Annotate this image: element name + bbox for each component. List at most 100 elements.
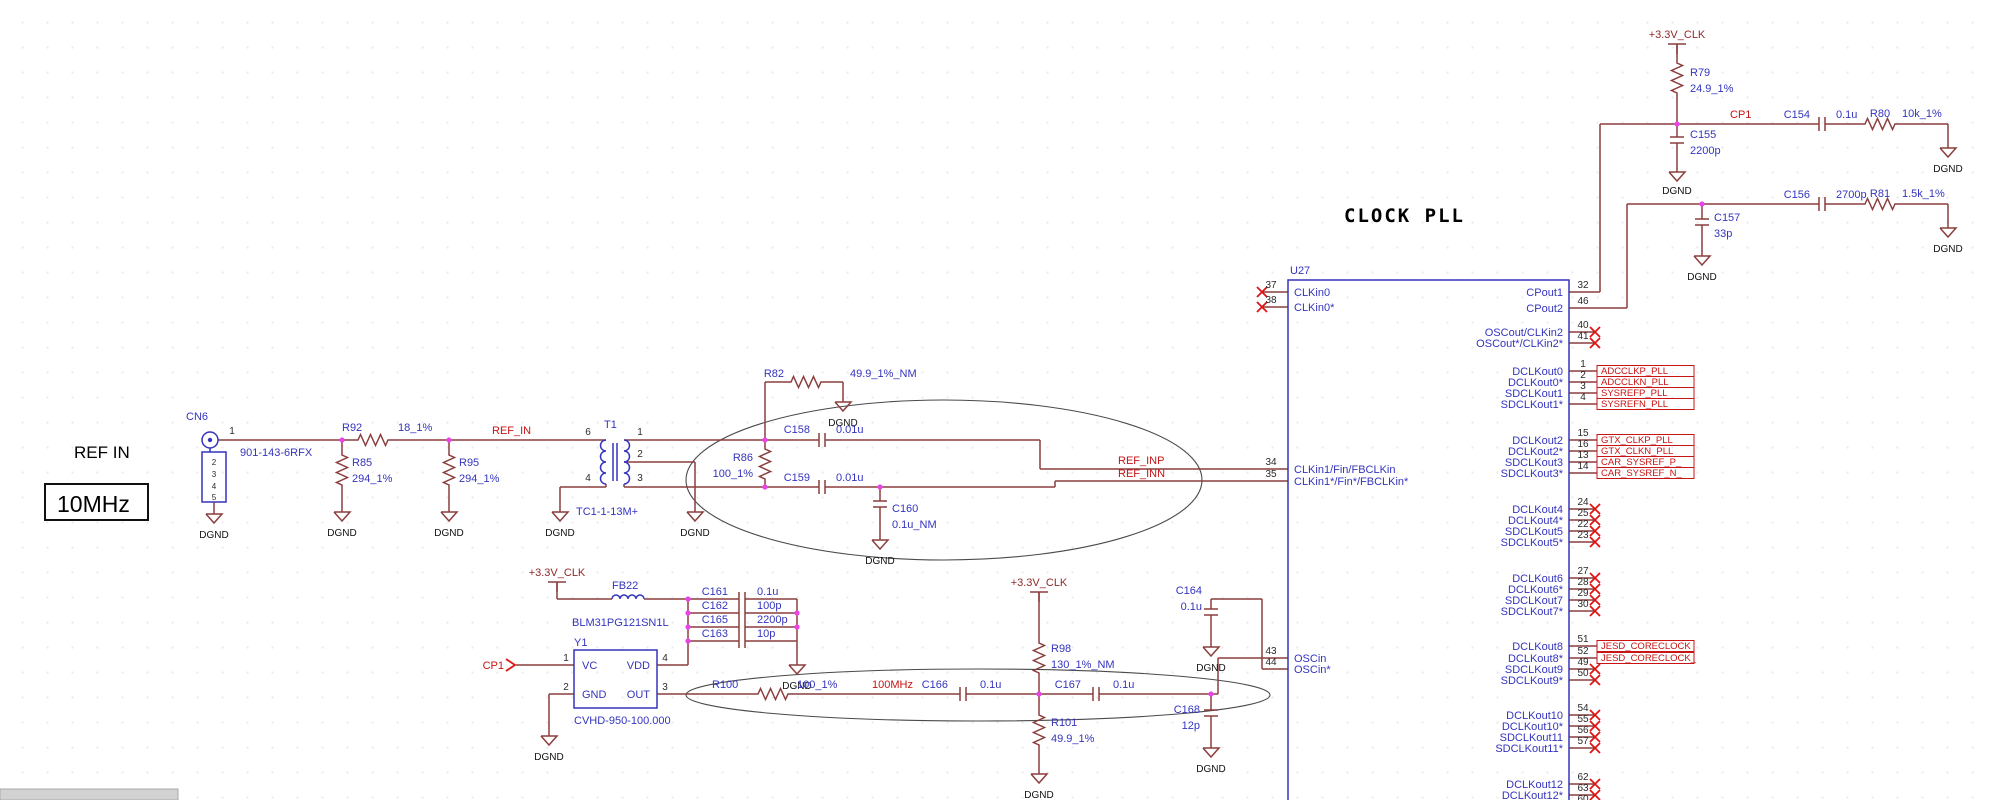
resistor-R79[interactable]	[1672, 60, 1683, 96]
ground-symbol[interactable]	[1939, 215, 1957, 238]
resistor-R85[interactable]	[337, 452, 348, 488]
capacitor-C166[interactable]	[951, 686, 975, 702]
capacitor-C167[interactable]	[1084, 686, 1108, 702]
wires[interactable]	[218, 44, 1949, 796]
pin-number: 37	[1265, 280, 1277, 291]
ferrite-bead-FB22[interactable]	[611, 594, 645, 600]
net-port-label[interactable]: SYSREFP_PLL	[1601, 388, 1668, 399]
ref-input-highlight-ellipse[interactable]	[685, 399, 1203, 561]
net-port-label[interactable]: ADCCLKN_PLL	[1601, 377, 1669, 388]
r100-value: 100_1%	[797, 679, 838, 691]
capacitor-C158[interactable]	[810, 432, 834, 448]
net-label-cp1[interactable]: CP1	[1730, 109, 1751, 121]
capacitor-C162[interactable]	[730, 605, 754, 621]
ground-symbol[interactable]	[1939, 135, 1957, 158]
ground-symbol[interactable]	[440, 499, 458, 522]
c163-ref: C163	[702, 628, 728, 640]
pin-name: SDCLKout9	[1505, 664, 1563, 676]
ground-symbol[interactable]	[871, 527, 889, 550]
power-symbol-3v3clk[interactable]	[1029, 591, 1049, 603]
ic-U27-body[interactable]	[1287, 279, 1570, 800]
capacitor-C160[interactable]	[873, 493, 887, 515]
ground-symbol[interactable]	[1202, 634, 1220, 657]
capacitor-C155[interactable]	[1670, 129, 1684, 151]
transformer-T1[interactable]	[599, 439, 631, 485]
ground-symbol[interactable]	[1668, 159, 1686, 182]
net-label-cp1[interactable]: CP1	[483, 660, 504, 672]
oscillator-Y1-body[interactable]	[573, 649, 658, 709]
pin-name: SDCLKout11	[1500, 732, 1563, 744]
cn6-pin-number: 3	[212, 470, 217, 479]
t1-pin-number: 2	[637, 449, 643, 460]
resistor-R81[interactable]	[1861, 197, 1899, 211]
c155-ref: C155	[1690, 129, 1716, 141]
ground-symbol[interactable]	[834, 389, 852, 412]
c161-ref: C161	[702, 586, 728, 598]
c157-value: 33p	[1714, 228, 1732, 240]
capacitor-C165[interactable]	[730, 619, 754, 635]
c167-value: 0.1u	[1113, 679, 1134, 691]
resistor-R101[interactable]	[1034, 712, 1045, 748]
net-label-3v3clk[interactable]: +3.3V_CLK	[529, 567, 586, 579]
ground-symbol[interactable]	[333, 499, 351, 522]
pin-number: 23	[1577, 530, 1589, 541]
ground-symbol[interactable]	[205, 501, 223, 524]
ground-symbol[interactable]	[1202, 735, 1220, 758]
net-port-label[interactable]: CAR_SYSREF_N_	[1601, 468, 1682, 479]
net-port-label[interactable]: SYSREFN_PLL	[1601, 399, 1668, 410]
capacitor-C156[interactable]	[1810, 196, 1834, 212]
net-label-ref-inn[interactable]: REF_INN	[1118, 468, 1165, 480]
r81-value: 1.5k_1%	[1902, 188, 1945, 200]
capacitor-C168[interactable]	[1204, 702, 1218, 724]
ground-symbol[interactable]	[1030, 761, 1048, 784]
dgnd-label: DGND	[545, 528, 574, 539]
resistor-R98[interactable]	[1034, 640, 1045, 676]
oscillator-highlight-ellipse[interactable]	[685, 668, 1271, 722]
capacitor-C163[interactable]	[730, 633, 754, 649]
net-label-100mhz[interactable]: 100MHz	[872, 679, 913, 691]
resistor-R92[interactable]	[354, 433, 392, 447]
pin-name: DCLKout12	[1506, 779, 1563, 791]
power-symbol-3v3clk[interactable]	[547, 581, 567, 593]
pin-name: SDCLKout3*	[1501, 468, 1564, 480]
components[interactable]	[201, 43, 1957, 800]
coax-center-pin	[207, 437, 213, 443]
net-label-ref-in[interactable]: REF_IN	[492, 425, 531, 437]
net-port-label[interactable]: CAR_SYSREF_P_	[1601, 457, 1682, 468]
net-port-boxes[interactable]	[1596, 365, 1695, 664]
net-label-3v3clk[interactable]: +3.3V_CLK	[1649, 29, 1706, 41]
net-port-label[interactable]: GTX_CLKN_PLL	[1601, 446, 1673, 457]
ground-symbol[interactable]	[1693, 243, 1711, 266]
resistor-R80[interactable]	[1861, 117, 1899, 131]
cn6-part-number: 901-143-6RFX	[240, 447, 313, 459]
pin-number: 43	[1265, 646, 1277, 657]
net-port-label[interactable]: GTX_CLKP_PLL	[1601, 435, 1673, 446]
offpage-arrow-cp1[interactable]	[505, 658, 517, 672]
ground-symbol[interactable]	[686, 499, 704, 522]
ground-symbol[interactable]	[551, 499, 569, 522]
pin-name: CPout2	[1526, 303, 1563, 315]
pin-number: 22	[1577, 519, 1589, 530]
net-label-3v3clk[interactable]: +3.3V_CLK	[1011, 577, 1068, 589]
net-port-label[interactable]: ADCCLKP_PLL	[1601, 366, 1668, 377]
capacitor-C159[interactable]	[810, 479, 834, 495]
t1-pin-number: 1	[637, 427, 643, 438]
capacitor-C164[interactable]	[1204, 601, 1218, 623]
capacitor-C157[interactable]	[1695, 211, 1709, 233]
connector-body-CN6[interactable]	[201, 448, 227, 503]
resistor-R86[interactable]	[760, 446, 771, 482]
net-port-label[interactable]: JESD_CORECLOCK	[1601, 641, 1691, 652]
resistor-R95[interactable]	[444, 452, 455, 488]
r101-value: 49.9_1%	[1051, 733, 1095, 745]
capacitor-C161[interactable]	[730, 591, 754, 607]
c159-value: 0.01u	[836, 472, 864, 484]
ground-symbol[interactable]	[788, 652, 806, 675]
ground-symbol[interactable]	[540, 723, 558, 746]
power-symbol-3v3clk[interactable]	[1667, 43, 1687, 55]
net-port-label[interactable]: JESD_CORECLOCK_	[1601, 653, 1697, 664]
pin-name: DCLKout6*	[1508, 584, 1564, 596]
net-label-ref-inp[interactable]: REF_INP	[1118, 455, 1164, 467]
resistor-R82[interactable]	[787, 375, 825, 389]
capacitor-C154[interactable]	[1810, 116, 1834, 132]
